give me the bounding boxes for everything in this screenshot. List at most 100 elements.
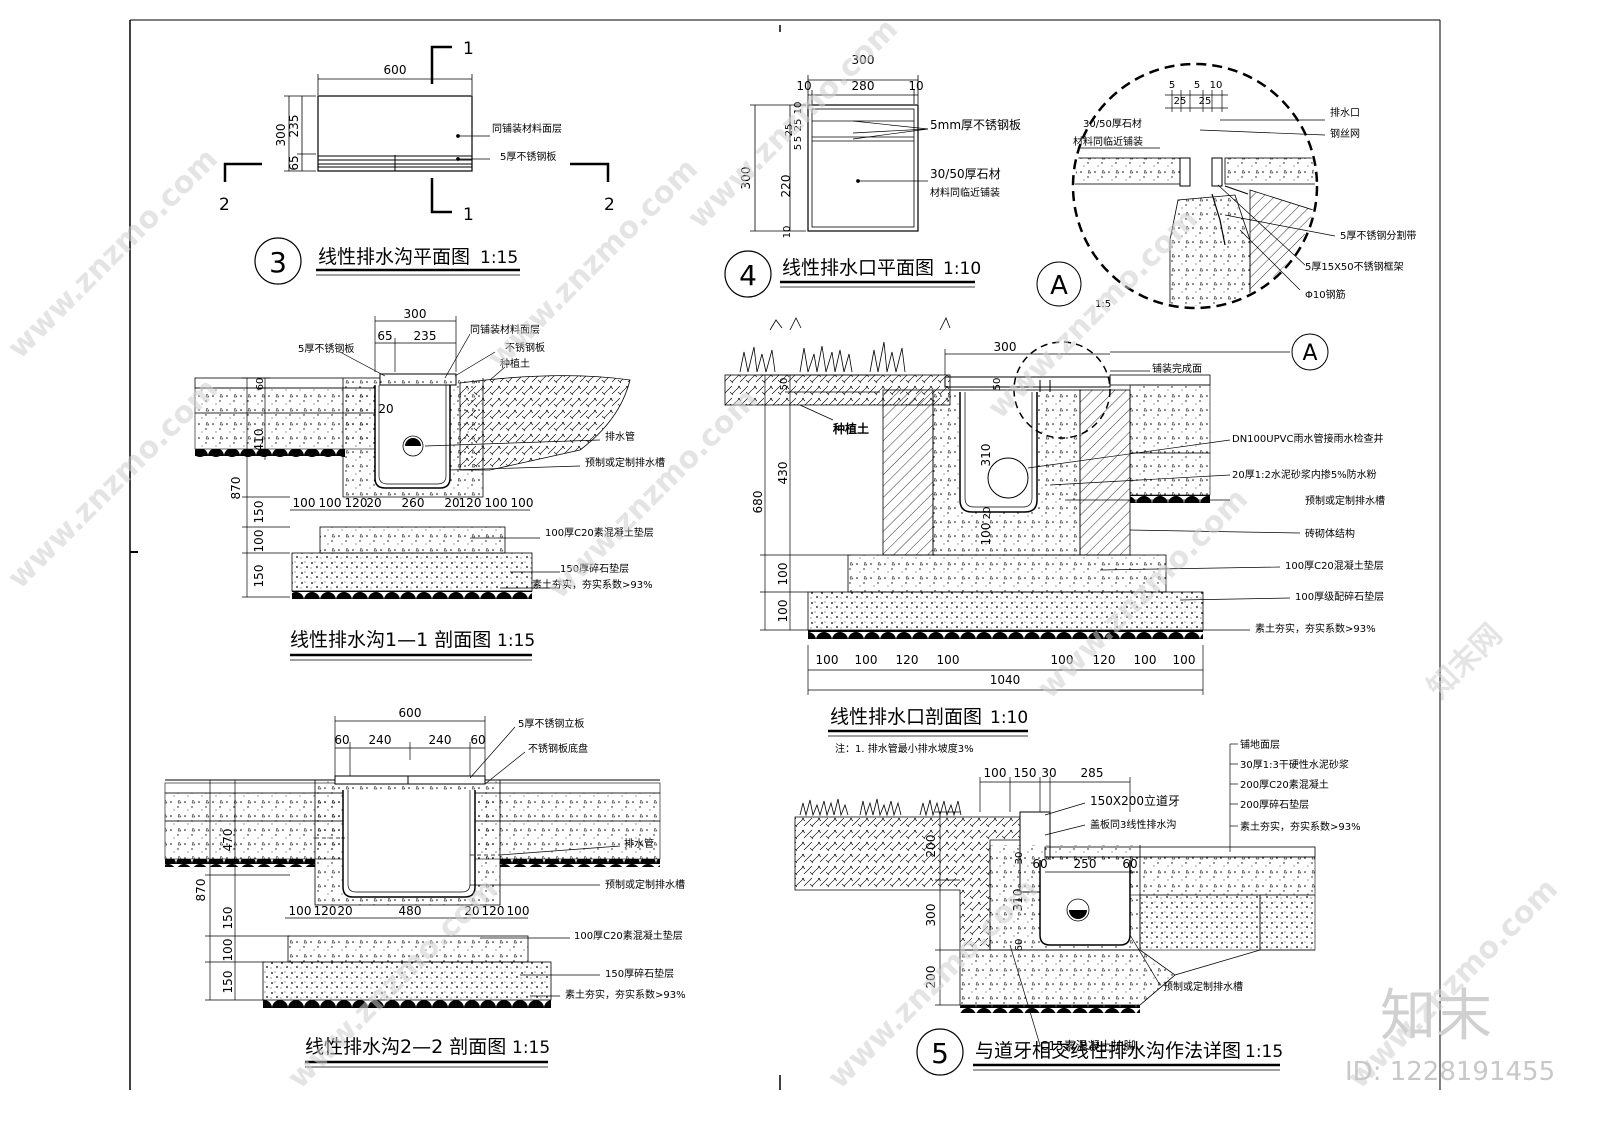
dim: 20	[366, 496, 381, 510]
dim: 150	[252, 565, 266, 588]
dim: 100	[979, 523, 993, 546]
dim: 10	[908, 79, 923, 93]
dim: 65	[287, 155, 301, 170]
dim: 10	[782, 226, 793, 239]
note: 30/50厚石材	[1083, 117, 1142, 130]
section-mark: 2	[604, 195, 615, 215]
dim: 30	[1041, 766, 1056, 780]
note: 30/50厚石材	[930, 167, 1001, 181]
dim: 150	[252, 501, 266, 524]
dim: 100	[289, 904, 312, 918]
dim: 20	[337, 904, 352, 918]
dim: 430	[776, 462, 790, 485]
dim: 30	[1014, 852, 1025, 865]
note: 100厚C20素混凝土垫层	[545, 526, 654, 539]
dim: 200	[924, 966, 938, 989]
watermark: www.znzmo.com	[1, 372, 225, 596]
note: 不锈钢板	[505, 341, 545, 354]
note: 5厚不锈钢板	[298, 342, 354, 355]
dim: 100	[984, 766, 1007, 780]
dim: 470	[221, 829, 235, 852]
detail-number: A	[1050, 271, 1068, 301]
note: DN100UPVC雨水管接雨水检查井	[1232, 432, 1383, 445]
drawing-4-plan: 300 10 280 10 300 25 25 10 5 5 220 10 5m…	[724, 53, 1021, 298]
dim: 680	[751, 491, 765, 514]
note: 铺地面层	[1240, 738, 1280, 751]
note: 预制或定制排水槽	[585, 456, 665, 469]
dim: 5	[1169, 80, 1175, 91]
dim: 300	[739, 167, 753, 190]
section-1-1: 300 65 235 20 870 60 410 150 100 150 100…	[194, 307, 665, 661]
dim: 50	[779, 378, 790, 391]
note: 5厚不锈钢板	[500, 150, 556, 163]
dim: 25	[1199, 96, 1212, 107]
drawing-scale: 1:10	[943, 259, 981, 279]
note: 5mm厚不锈钢板	[930, 118, 1021, 132]
note: 砖砌体结构	[1305, 527, 1355, 540]
dim: 235	[287, 115, 301, 138]
dim: 220	[779, 175, 793, 198]
dim: 100	[816, 653, 839, 667]
dim: 100	[1051, 653, 1074, 667]
section-mark: 2	[219, 195, 230, 215]
dim: 300	[274, 124, 288, 147]
sheet-frame	[129, 19, 1441, 1090]
drawing-title: 与道牙相交线性排水沟作法详图	[975, 1040, 1241, 1062]
dim: 25	[784, 124, 795, 137]
dim: 100	[776, 563, 790, 586]
dim: 100	[937, 653, 960, 667]
dim: 120	[345, 496, 368, 510]
drawing-scale: 1:15	[480, 248, 518, 268]
dim: 300	[994, 340, 1017, 354]
dim: 60	[334, 733, 349, 747]
section-2-2: 600 60 240 240 60 870 470 150 100 150 10…	[164, 706, 686, 1068]
dim: 60	[1032, 857, 1047, 871]
dim: 600	[384, 63, 407, 77]
drawing-scale: 1:15	[1245, 1042, 1283, 1062]
dim: 250	[1074, 857, 1097, 871]
detail-ref: A	[1302, 341, 1317, 366]
dim: 100	[319, 496, 342, 510]
dim: 285	[1081, 766, 1104, 780]
dim: 150	[221, 971, 235, 994]
section-scale: 1:15	[497, 631, 535, 651]
section-scale: 1:15	[512, 1038, 550, 1058]
drawing-number: 3	[269, 246, 287, 279]
dim: 120	[896, 653, 919, 667]
detail-A: 5 5 10 25 25 30/50厚石材 材料同临近铺装 排水口 钢丝网 5厚…	[1036, 62, 1416, 310]
dim: 150	[1014, 766, 1037, 780]
dim: 120	[314, 904, 337, 918]
dim: 600	[399, 706, 422, 720]
dim: 25	[793, 119, 804, 132]
dim: 20	[444, 496, 459, 510]
dim: 240	[369, 733, 392, 747]
detail-scale: 1:5	[1095, 299, 1111, 310]
dim: 260	[402, 496, 425, 510]
dim: 5	[793, 144, 804, 150]
dim: 120	[1093, 653, 1116, 667]
drawing-number: 4	[739, 259, 757, 292]
dim: 310	[1011, 889, 1025, 912]
dim: 5	[1194, 80, 1200, 91]
dim: 100	[293, 496, 316, 510]
drawing-number-circle	[724, 250, 772, 298]
drawing-5-detail: 100 150 30 285 60 250 60 200 300 200 30 …	[794, 738, 1361, 1076]
dim: 100	[507, 904, 530, 918]
note: 排水口	[1330, 106, 1360, 119]
dim: 300	[852, 53, 875, 67]
dim: 870	[194, 879, 208, 902]
drawing-number-circle	[916, 1028, 964, 1076]
section-title: 线性排水沟1—1 剖面图	[290, 629, 491, 651]
note: 100厚C20素混凝土垫层	[574, 929, 683, 942]
dim: 65	[377, 329, 392, 343]
watermark: www.znzmo.com	[1, 142, 225, 366]
section-scale: 1:10	[990, 708, 1028, 728]
note: 同铺装材料面层	[470, 323, 540, 336]
section-title: 线性排水沟2—2 剖面图	[305, 1036, 506, 1058]
dim: 480	[399, 904, 422, 918]
section-note: 注：1. 排水管最小排水坡度3%	[835, 742, 974, 755]
dim: 200	[924, 835, 938, 858]
dim: 60	[1014, 939, 1025, 952]
section-title: 线性排水口剖面图	[830, 706, 982, 728]
note: 铺装完成面	[1152, 362, 1202, 375]
